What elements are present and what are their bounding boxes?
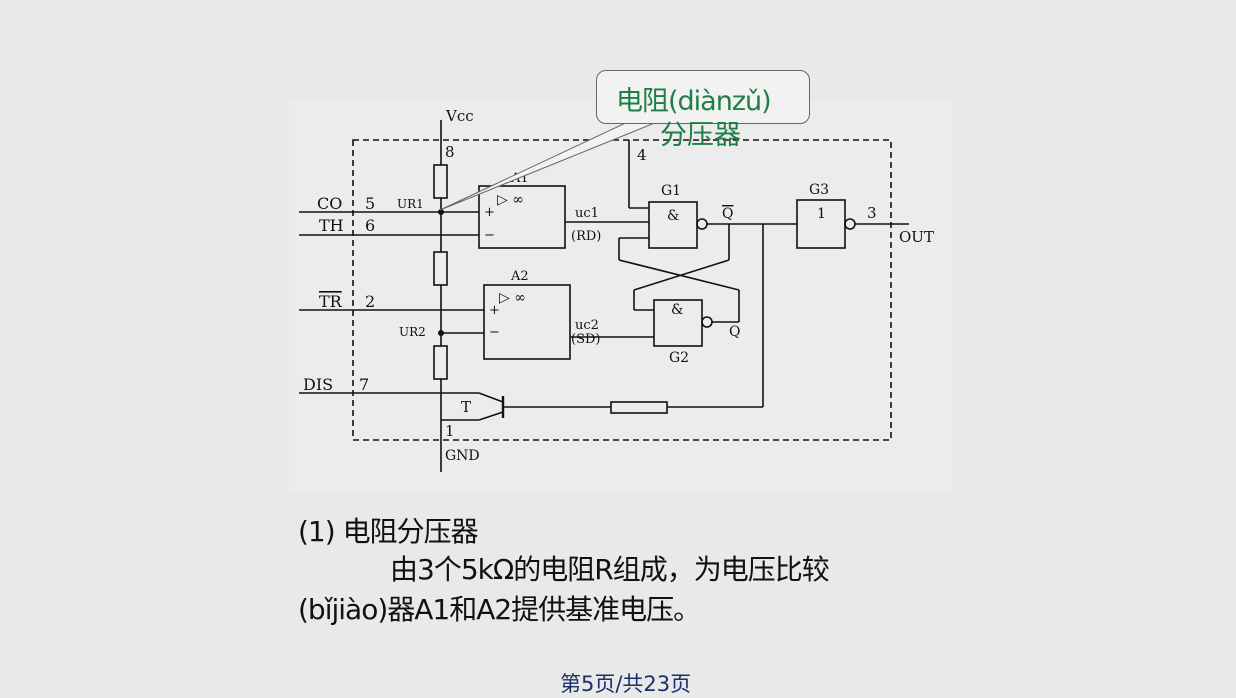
label-co: CO — [317, 194, 342, 213]
label-g3: G3 — [809, 182, 829, 198]
label-g1-and: & — [667, 208, 679, 224]
label-sd: (SD) — [571, 332, 600, 347]
label-uc2: uc2 — [575, 318, 599, 333]
label-pin8: 8 — [445, 143, 455, 161]
label-plus-a2: + — [489, 303, 500, 318]
label-pin6: 6 — [365, 216, 375, 235]
label-g2: G2 — [669, 350, 689, 366]
section-heading: (1) 电阻分压器 — [298, 515, 479, 548]
resistor-r1 — [433, 164, 448, 199]
label-pin2: 2 — [365, 292, 375, 311]
label-pin4: 4 — [637, 146, 647, 164]
callout-line2: 分压器 — [660, 120, 741, 151]
label-pin7: 7 — [359, 375, 369, 394]
label-pin3: 3 — [867, 204, 877, 222]
label-uc1: uc1 — [575, 206, 599, 221]
circuit-svg: Vcc 8 4 CO 5 TH 6 UR1 A1 ▷ ∞ + − uc1 (RD… — [299, 107, 934, 472]
resistor-r3 — [433, 345, 448, 380]
label-ur2: UR2 — [399, 325, 426, 339]
label-minus-a2: − — [489, 325, 500, 340]
label-qbar: Q — [722, 206, 733, 222]
chip-boundary — [352, 139, 892, 441]
label-g2-and: & — [671, 302, 683, 318]
label-a2: A2 — [510, 269, 529, 284]
label-q: Q — [729, 324, 740, 340]
label-out: OUT — [899, 228, 934, 246]
label-plus-a1: + — [484, 205, 495, 220]
body-line2: 由3个5kΩ的电阻R组成，为电压比较 — [390, 553, 830, 586]
label-minus-a1: − — [484, 228, 495, 243]
label-t: T — [461, 398, 471, 416]
label-tr: TR — [319, 292, 343, 311]
callout-box — [596, 70, 810, 124]
callout-line1: 电阻(diànzǔ) — [616, 86, 772, 117]
label-gnd: GND — [445, 448, 480, 464]
label-ur1: UR1 — [397, 197, 424, 211]
label-th: TH — [319, 216, 344, 235]
label-vcc: Vcc — [445, 107, 474, 125]
comparator-a2 — [483, 284, 571, 360]
label-inf-a2: ▷ ∞ — [499, 290, 526, 306]
label-pin1: 1 — [445, 422, 455, 440]
label-rd: (RD) — [571, 229, 601, 244]
label-inf-a1: ▷ ∞ — [497, 192, 524, 208]
circuit-diagram: Vcc 8 4 CO 5 TH 6 UR1 A1 ▷ ∞ + − uc1 (RD… — [289, 100, 953, 493]
body-line3: (bǐjiào)器A1和A2提供基准电压。 — [298, 593, 701, 626]
resistor-r2 — [433, 251, 448, 286]
label-g1: G1 — [661, 183, 681, 199]
label-g3-one: 1 — [817, 206, 826, 222]
label-dis: DIS — [303, 375, 333, 394]
comparator-a1 — [478, 185, 566, 249]
page-footer: 第5页/共23页 — [560, 672, 692, 696]
label-pin5: 5 — [365, 194, 375, 213]
